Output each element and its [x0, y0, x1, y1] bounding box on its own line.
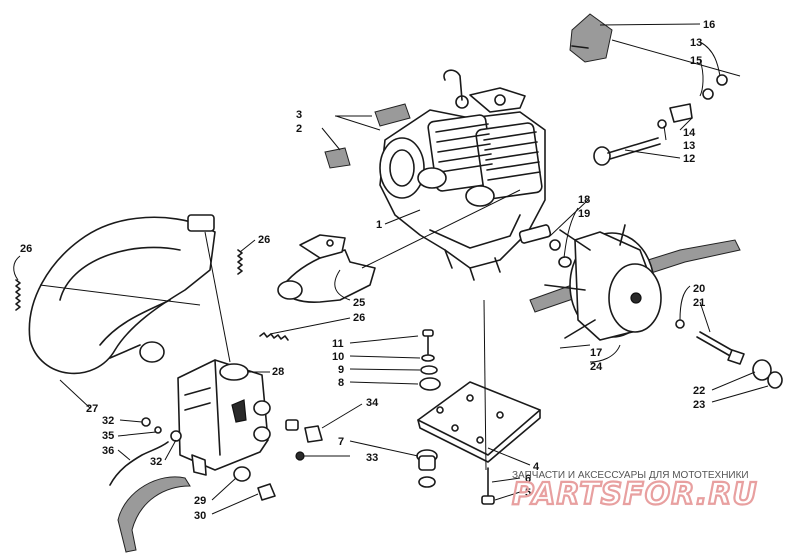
callout-23: 23 [693, 399, 705, 411]
callout-4: 4 [533, 461, 540, 473]
muffler [177, 359, 271, 476]
callout-5: 5 [525, 487, 531, 499]
hardware-parts [15, 13, 783, 505]
engine-mount-plate [417, 381, 541, 463]
callout-1: 1 [376, 219, 382, 231]
callout-labels: 1 2 3 4 5 6 7 8 9 10 11 12 13 13 14 15 1… [20, 19, 715, 522]
callout-7: 7 [338, 436, 344, 448]
callout-19: 19 [578, 208, 590, 220]
callout-29: 29 [194, 495, 206, 507]
callout-26-top: 26 [258, 234, 270, 246]
watermark: ЗАПЧАСТИ И АКСЕССУАРЫ ДЛЯ МОТОТЕХНИКИ PA… [511, 470, 758, 513]
callout-32-lower: 32 [150, 456, 162, 468]
callout-20: 20 [693, 283, 705, 295]
callout-2: 2 [296, 123, 302, 135]
watermark-caption: ЗАПЧАСТИ И АКСЕССУАРЫ ДЛЯ МОТОТЕХНИКИ [512, 470, 749, 481]
callout-24: 24 [590, 361, 603, 373]
callout-32-upper: 32 [102, 415, 114, 427]
callout-35: 35 [102, 430, 114, 442]
callout-15: 15 [690, 55, 702, 67]
callout-25: 25 [353, 297, 365, 309]
leader-lines [13, 23, 769, 515]
callout-27: 27 [86, 403, 98, 415]
watermark-logo: PARTSFOR.RU [512, 477, 758, 512]
callout-33: 33 [366, 452, 378, 464]
callout-11: 11 [332, 338, 344, 350]
callout-9: 9 [338, 364, 344, 376]
callout-26-mid: 26 [353, 312, 365, 324]
callout-16: 16 [703, 19, 715, 31]
callout-8: 8 [338, 377, 344, 389]
callout-36: 36 [102, 445, 114, 457]
callout-14: 14 [683, 127, 696, 139]
callout-13-upper: 13 [690, 37, 702, 49]
callout-3: 3 [296, 109, 302, 121]
callout-26-left: 26 [20, 243, 32, 255]
callout-22: 22 [693, 385, 705, 397]
callout-12: 12 [683, 153, 695, 165]
callout-30: 30 [194, 510, 206, 522]
heat-shield [117, 476, 191, 553]
callout-13-lower: 13 [683, 140, 695, 152]
drive-clutch-assembly [529, 224, 741, 341]
callout-34: 34 [366, 397, 379, 409]
callout-21: 21 [693, 297, 705, 309]
engine-assembly [379, 69, 552, 281]
exhaust-manifold [277, 234, 376, 303]
callout-18: 18 [578, 194, 590, 206]
callout-17: 17 [590, 347, 602, 359]
callout-10: 10 [332, 351, 344, 363]
exhaust-expansion-chamber [28, 214, 216, 375]
callout-28: 28 [272, 366, 284, 378]
callout-6: 6 [525, 473, 531, 485]
